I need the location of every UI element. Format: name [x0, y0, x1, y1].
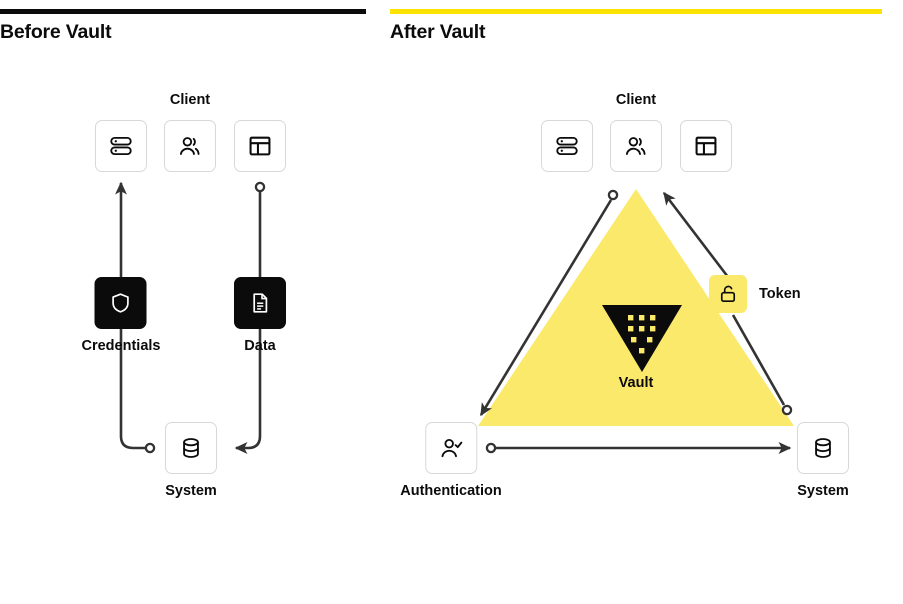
node-system-before[interactable]: System — [165, 422, 217, 499]
client-box-users[interactable] — [164, 120, 216, 172]
client-box-dashboard[interactable] — [234, 120, 286, 172]
credentials-box[interactable] — [94, 277, 147, 329]
client-node-users-before[interactable] — [164, 120, 216, 172]
system-box-before[interactable] — [165, 422, 217, 474]
unlocked-padlock-icon — [720, 285, 736, 302]
authentication-label: Authentication — [400, 483, 502, 499]
client-box-users-after[interactable] — [610, 120, 662, 172]
client-box-dashboard-after[interactable] — [680, 120, 732, 172]
panel-before-vault: Before Vault Client — [0, 0, 366, 604]
group-label-client-after: Client — [615, 92, 657, 108]
vault-caption: Vault — [618, 375, 654, 391]
client-node-dashboard-after[interactable] — [680, 120, 732, 172]
users-icon — [625, 137, 646, 155]
client-node-server-before[interactable] — [95, 120, 147, 172]
client-box-server-after[interactable] — [541, 120, 593, 172]
system-label-before: System — [165, 483, 217, 499]
dashboard-icon — [695, 136, 717, 156]
users-icon — [179, 137, 200, 155]
system-label-after: System — [797, 483, 849, 499]
dashboard-icon — [249, 136, 271, 156]
panel-title-after: After Vault — [390, 21, 486, 43]
client-node-users-after[interactable] — [610, 120, 662, 172]
edge-client-to-authentication — [479, 189, 619, 417]
user-check-icon — [441, 438, 463, 458]
shield-icon — [112, 293, 130, 313]
node-authentication[interactable]: Authentication — [400, 422, 502, 499]
token-chip[interactable]: Token — [709, 275, 801, 313]
vault-logo-icon — [602, 305, 682, 372]
panel-title-before: Before Vault — [0, 21, 112, 43]
server-icon — [556, 136, 578, 156]
token-box[interactable] — [709, 275, 747, 313]
panel-after-vault: After Vault Client — [390, 0, 882, 604]
node-credentials[interactable]: Credentials — [81, 277, 161, 354]
node-system-after[interactable]: System — [797, 422, 849, 499]
document-icon — [253, 293, 268, 313]
client-box-server[interactable] — [95, 120, 147, 172]
authentication-box[interactable] — [425, 422, 477, 474]
edge-authentication-to-system — [485, 442, 792, 454]
panel-rule-yellow — [390, 9, 882, 14]
edge-layer-before — [115, 181, 266, 454]
edge-client-to-data — [254, 181, 266, 277]
token-label: Token — [759, 286, 801, 302]
credentials-label: Credentials — [81, 338, 161, 354]
client-node-server-after[interactable] — [541, 120, 593, 172]
panel-rule-black — [0, 9, 366, 14]
node-data[interactable]: Data — [234, 277, 286, 354]
data-label: Data — [244, 338, 276, 354]
data-box[interactable] — [234, 277, 286, 329]
database-icon — [815, 438, 831, 458]
client-node-dashboard-before[interactable] — [234, 120, 286, 172]
diagram-layer-after — [478, 189, 794, 454]
database-icon — [183, 438, 199, 458]
server-icon — [110, 136, 132, 156]
system-box-after[interactable] — [797, 422, 849, 474]
group-label-client-before: Client — [169, 92, 211, 108]
